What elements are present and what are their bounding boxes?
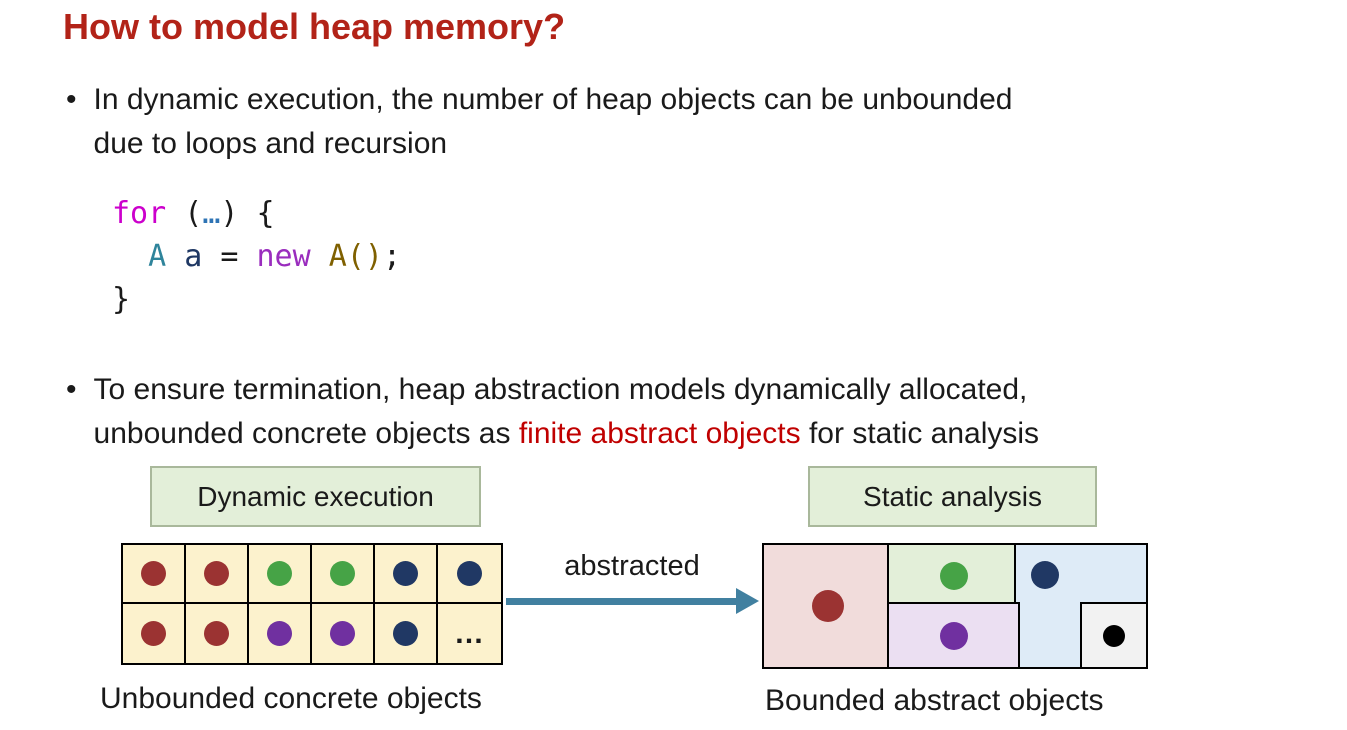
code-token: ; [382,239,401,274]
code-token: A() [328,239,383,274]
navy-object-dot [393,561,418,586]
concrete-object-cell [375,545,438,604]
slide-title: How to model heap memory? [63,6,566,47]
bullet1-line2: due to loops and recursion [93,127,448,160]
navy-object-dot [457,561,482,586]
concrete-object-cell [438,545,501,604]
bullet2-line2-pre: unbounded concrete objects as [93,417,519,450]
code-token: ( [166,196,203,231]
purple-object-dot [267,621,292,646]
concrete-object-cell [186,545,249,604]
abstraction-arrow-head-icon [736,588,759,614]
code-token [166,239,184,274]
code-token: ) { [220,196,275,231]
darkred-object-dot [141,621,166,646]
bullet1-line1: In dynamic execution, the number of heap… [93,83,1013,116]
concrete-object-cell [312,545,375,604]
code-token: new [256,239,311,274]
static-analysis-label: Static analysis [808,466,1097,527]
code-token [112,239,148,274]
concrete-objects-grid: … [121,543,503,665]
abstraction-arrow [506,598,736,605]
code-token [311,239,329,274]
abstract-cell-green [887,543,1020,608]
bullet2-line2-post: for static analysis [800,417,1040,450]
bullet-marker: • [66,373,77,406]
code-line: } [112,278,401,321]
green-abstract-dot [939,561,968,590]
bullet-marker: • [66,83,77,116]
darkred-object-dot [141,561,166,586]
bullet-dynamic-execution: • In dynamic execution, the number of he… [66,78,1013,166]
concrete-object-cell [249,545,312,604]
concrete-object-cell: … [438,604,501,663]
concrete-object-cell [186,604,249,663]
code-line: for (…) { [112,192,401,235]
bullet-termination: • To ensure termination, heap abstractio… [66,368,1039,456]
green-object-dot [330,561,355,586]
concrete-object-cell [375,604,438,663]
bullet-text: To ensure termination, heap abstraction … [94,368,1040,456]
abstract-cell-purple [887,602,1020,669]
code-block: for (…) { A a = new A();} [112,192,401,321]
dynamic-execution-label: Dynamic execution [150,466,481,527]
darkred-object-dot [204,561,229,586]
concrete-object-cell [312,604,375,663]
concrete-object-cell [123,545,186,604]
code-token: A [148,239,167,274]
abstracted-arrow-label: abstracted [564,550,700,582]
darkred-abstract-dot [811,590,844,622]
concrete-caption: Unbounded concrete objects [100,682,482,715]
black-abstract-dot [1103,624,1125,647]
concrete-object-cell [249,604,312,663]
code-token: = [202,239,257,274]
darkred-object-dot [204,621,229,646]
highlight-finite-abstract-objects: finite abstract objects [518,417,801,450]
more-objects-ellipsis: … [454,616,485,650]
abstract-cell-red [762,543,893,669]
static-analysis-text: Static analysis [863,480,1042,512]
code-token: … [202,196,221,231]
bullet2-line1: To ensure termination, heap abstraction … [93,373,1028,406]
code-token: } [112,282,131,317]
abstract-objects-figure [762,543,1148,669]
green-object-dot [267,561,292,586]
code-line: A a = new A(); [112,235,401,278]
navy-object-dot [393,621,418,646]
concrete-object-cell [123,604,186,663]
code-token: for [112,196,167,231]
navy-abstract-dot [1031,561,1059,589]
code-token: a [184,239,203,274]
abstract-cell-gray [1080,602,1148,669]
bullet-text: In dynamic execution, the number of heap… [94,78,1013,166]
purple-abstract-dot [939,621,968,650]
abstract-caption: Bounded abstract objects [765,684,1104,717]
dynamic-execution-text: Dynamic execution [197,480,434,512]
purple-object-dot [330,621,355,646]
